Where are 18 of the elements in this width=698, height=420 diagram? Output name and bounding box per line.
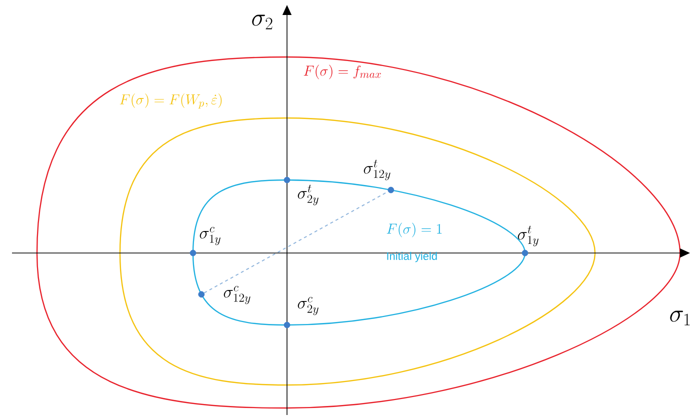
axis-label: $\sigma_2$ xyxy=(252,14,272,30)
point-marker xyxy=(388,186,394,194)
point-marker xyxy=(198,291,205,298)
axis-label: $\sigma_1$ xyxy=(670,310,690,326)
curve-equation: $F(\sigma) = f_{max}$ xyxy=(304,64,381,80)
curve-equation: $F(\sigma) = F(W_p, \dot{\varepsilon})$ xyxy=(120,93,222,109)
point-label: $\sigma^c_{2y}$ xyxy=(298,296,318,316)
point-label: $\sigma^c_{12y}$ xyxy=(224,286,250,304)
point-marker xyxy=(190,250,196,256)
point-label: $\sigma^t_{1y}$ xyxy=(518,226,538,246)
point-marker xyxy=(284,322,290,328)
curve-equation: $F(\sigma) = 1$ xyxy=(386,222,442,238)
point-label: $\sigma^t_{12y}$ xyxy=(364,160,390,180)
point-label: $\sigma^t_{2y}$ xyxy=(298,184,318,206)
point-marker xyxy=(522,250,528,256)
curve-label: Initial yield xyxy=(387,252,437,262)
point-marker xyxy=(284,176,290,184)
point-label: $\sigma^c_{1y}$ xyxy=(200,226,220,246)
